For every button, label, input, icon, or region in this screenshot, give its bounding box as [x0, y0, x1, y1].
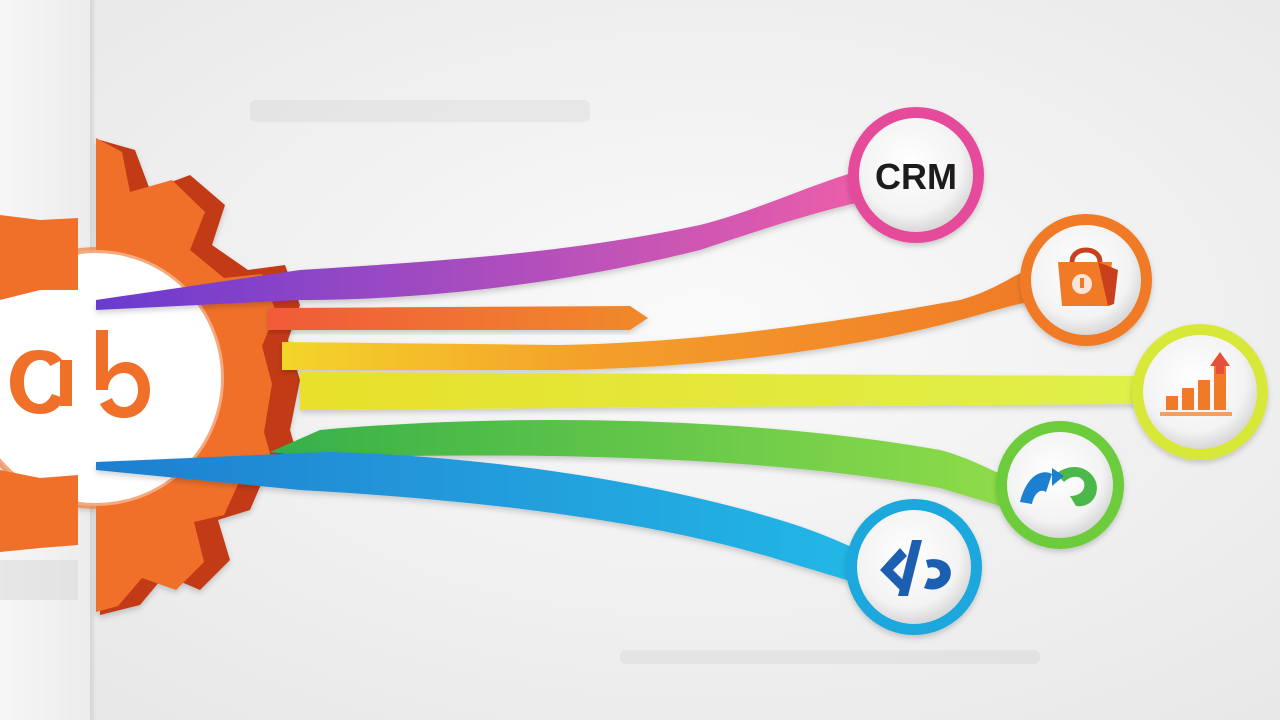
gear-logo-icon [0, 215, 150, 600]
code-brackets-icon [880, 540, 951, 596]
ribbon-yellow-orange [282, 268, 1040, 370]
shopping-bag-icon [1058, 247, 1118, 306]
refresh-arrows-icon [1020, 467, 1097, 507]
ribbon-yellow-green [300, 372, 1140, 410]
shopping-bubble[interactable] [1020, 214, 1152, 346]
refresh-bubble[interactable] [996, 421, 1124, 549]
ribbon-cyan [96, 452, 870, 584]
bar-chart-icon [1160, 352, 1232, 416]
ribbon-green [270, 419, 1010, 506]
gear-shape [0, 138, 300, 615]
chart-bubble[interactable] [1132, 324, 1268, 460]
ribbon-purple-magenta [96, 168, 878, 310]
ribbon-red [268, 306, 648, 330]
crm-bubble[interactable]: CRM [848, 107, 984, 243]
background-blur-shapes [250, 100, 1040, 664]
crm-text-icon: CRM [875, 156, 957, 197]
code-bubble[interactable] [846, 499, 982, 635]
